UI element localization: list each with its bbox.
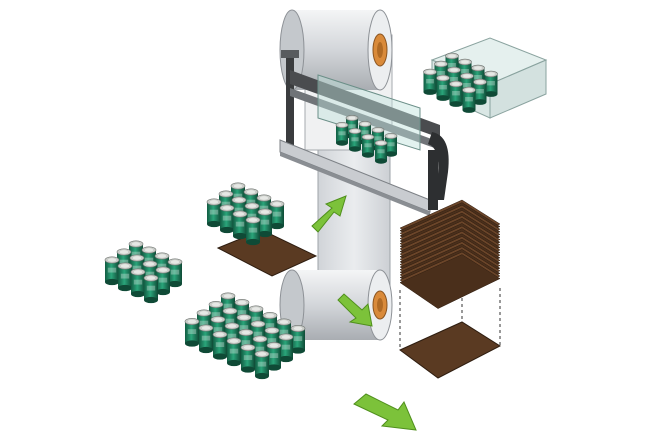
can-icon (117, 262, 133, 292)
can-group-front (184, 292, 306, 380)
arrow-to-roll-icon (337, 293, 373, 327)
bottom-film-roll-icon (279, 269, 393, 341)
can-icon (206, 198, 222, 228)
packed-pack-icon (423, 37, 548, 119)
can-icon (348, 128, 362, 152)
can-icon (449, 80, 463, 107)
can-group-loose (104, 240, 183, 304)
can-icon (219, 204, 235, 234)
can-icon (361, 134, 375, 158)
can-icon (226, 337, 242, 367)
single-tray (399, 288, 502, 379)
can-icon (423, 68, 437, 95)
can-icon (374, 140, 388, 164)
can-icon (130, 268, 146, 298)
can-group-on-tray (206, 182, 285, 246)
can-icon (484, 70, 498, 97)
can-icon (184, 318, 200, 347)
can-icon (278, 333, 294, 363)
can-icon (155, 266, 171, 296)
can-icon (212, 331, 228, 360)
can-icon (143, 274, 159, 304)
can-icon (240, 344, 256, 373)
can-icon (473, 78, 487, 105)
can-icon (257, 208, 273, 238)
can-icon (269, 200, 285, 230)
can-icon (335, 122, 349, 146)
can-icon (198, 324, 214, 354)
can-icon (254, 350, 270, 380)
can-icon (104, 256, 120, 286)
can-icon (266, 342, 282, 371)
can-icon (436, 74, 450, 101)
can-icon (245, 216, 261, 246)
can-icon (462, 86, 476, 113)
can-icon (290, 325, 306, 354)
can-icon (232, 210, 248, 240)
can-group-in-machine (335, 115, 398, 164)
tray-stack-icon (399, 199, 501, 309)
sealing-machine-icon (279, 50, 449, 216)
arrow-to-film-icon (311, 195, 347, 233)
can-icon (167, 258, 183, 288)
arrow-infeed-icon (353, 393, 417, 431)
can-icon (384, 133, 398, 157)
